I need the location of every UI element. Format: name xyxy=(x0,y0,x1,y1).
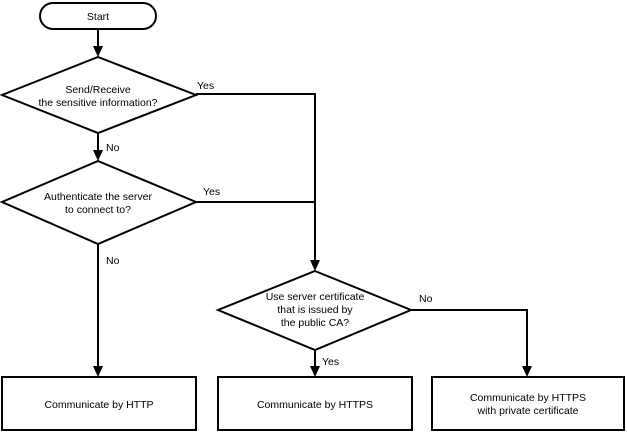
label-authenticate-yes: Yes xyxy=(203,186,220,198)
label-public-ca-yes: Yes xyxy=(322,356,339,368)
label-public-ca-no: No xyxy=(419,293,433,305)
edge-labels: Yes No Yes No Yes No xyxy=(106,80,433,368)
decision-sensitive-information: Send/Receive the sensitive information? xyxy=(0,55,199,135)
decision-public-ca-line-2: that is issued by xyxy=(277,304,353,316)
outcome-https-private: Communicate by HTTPS with private certif… xyxy=(431,376,625,431)
outcome-https: Communicate by HTTPS xyxy=(217,376,413,431)
decision-public-ca-line-3: the public CA? xyxy=(281,317,349,329)
decision-authenticate-line-1: Authenticate the server xyxy=(44,191,152,203)
outcome-private-line-2: with private certificate xyxy=(477,405,579,417)
label-sensitive-yes: Yes xyxy=(197,80,214,92)
start-label: Start xyxy=(87,11,109,23)
outcome-private-line-1: Communicate by HTTPS xyxy=(470,392,586,404)
arrowhead xyxy=(310,260,320,271)
start-terminal: Start xyxy=(39,2,157,30)
arrowhead xyxy=(522,366,532,377)
decision-public-ca: Use server certificate that is issued by… xyxy=(215,269,414,352)
decision-public-ca-line-1: Use server certificate xyxy=(266,291,365,303)
outcome-http: Communicate by HTTP xyxy=(1,376,197,431)
decision-sensitive-line-2: the sensitive information? xyxy=(38,97,157,109)
decision-sensitive-line-1: Send/Receive xyxy=(65,84,131,96)
decision-authenticate-line-2: to connect to? xyxy=(65,204,131,216)
arrowhead xyxy=(310,366,320,377)
outcome-http-label: Communicate by HTTP xyxy=(44,399,153,411)
decision-authenticate-server: Authenticate the server to connect to? xyxy=(0,159,199,246)
edge-sensitive-yes xyxy=(196,93,316,262)
arrowhead xyxy=(93,46,103,57)
outcome-https-label: Communicate by HTTPS xyxy=(257,399,373,411)
label-authenticate-no: No xyxy=(106,255,120,267)
arrowhead xyxy=(93,366,103,377)
arrowhead xyxy=(93,150,103,161)
label-sensitive-no: No xyxy=(106,142,120,154)
edge-public-ca-no xyxy=(411,309,528,368)
connectors xyxy=(93,29,532,377)
